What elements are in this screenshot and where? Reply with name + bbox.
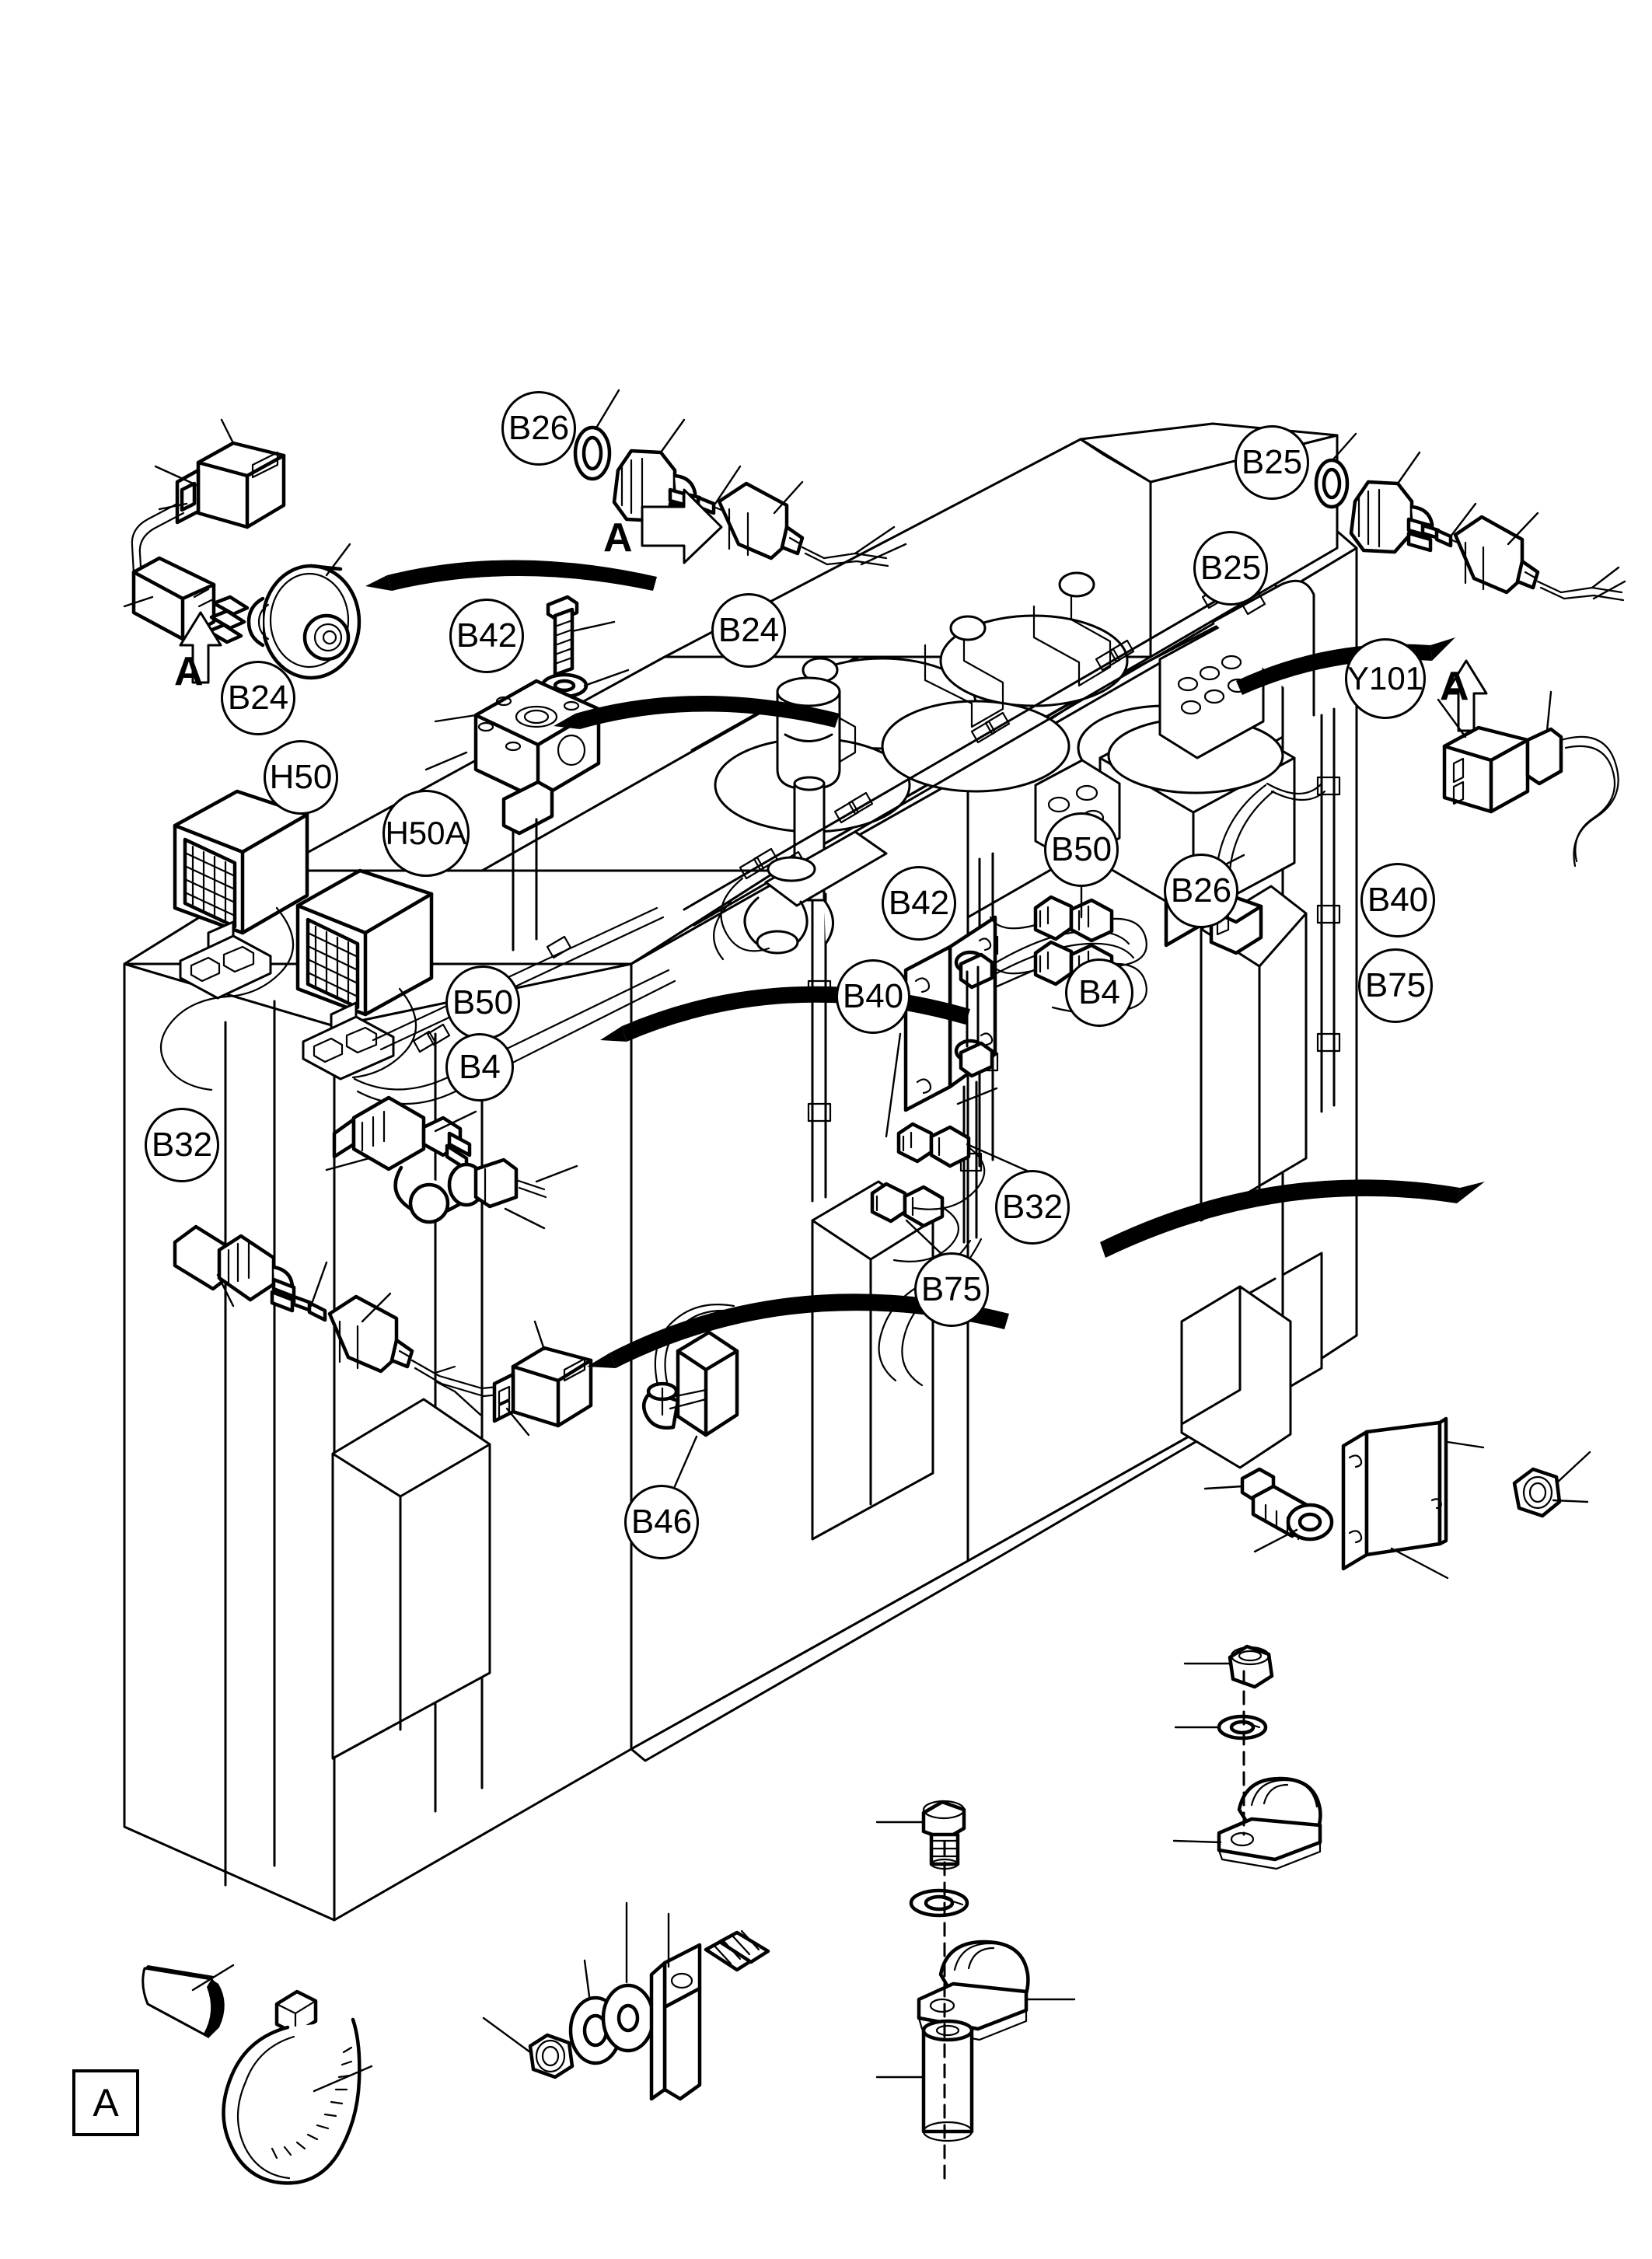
detail-section-label: A	[93, 2081, 119, 2125]
callout-b26b[interactable]: B26	[1164, 854, 1238, 928]
detail-section-box: A	[72, 2069, 139, 2136]
callout-b40b[interactable]: B40	[836, 959, 910, 1034]
callout-y101[interactable]: Y101	[1345, 638, 1426, 719]
section-letter-a-top-left: A	[174, 649, 204, 694]
couplers-b40-b75	[870, 1032, 1036, 1262]
assembly-b32-left	[173, 1224, 593, 1437]
callout-b26[interactable]: B26	[501, 391, 576, 466]
bracket-hardware-right	[1203, 1416, 1591, 1580]
work-lamp-h50a	[295, 868, 434, 1081]
work-lamps	[160, 789, 676, 1105]
callout-h50a[interactable]: H50A	[382, 790, 470, 877]
section-letter-a-top-right: A	[1440, 664, 1469, 709]
assembly-b26-mid	[573, 389, 907, 567]
clamp-hardware-lower	[875, 1800, 1076, 2186]
section-letter-a-top-mid: A	[603, 515, 633, 560]
callout-b4a[interactable]: B4	[1065, 958, 1133, 1027]
detail-a-items	[141, 1964, 373, 2185]
bracket-hardware-bottom	[482, 1901, 770, 2101]
callout-h50[interactable]: H50	[264, 740, 338, 815]
callout-b24a[interactable]: B24	[221, 661, 295, 735]
horn-disc	[246, 564, 361, 680]
callout-b75b[interactable]: B75	[914, 1252, 989, 1327]
assembly-b24-left	[123, 418, 361, 684]
callout-b4b[interactable]: B4	[445, 1033, 514, 1102]
callout-b25b[interactable]: B25	[1193, 531, 1268, 606]
callout-b32b[interactable]: B32	[995, 1170, 1070, 1245]
callout-b42a[interactable]: B42	[449, 599, 524, 673]
valve-plate-b42b	[878, 915, 1135, 1387]
callout-b46[interactable]: B46	[624, 1485, 699, 1559]
assembly-b4-b50-left	[325, 1065, 578, 1230]
callout-b50b[interactable]: B50	[445, 965, 520, 1040]
manifold-block-b42	[424, 595, 630, 951]
callout-b75a[interactable]: B75	[1358, 948, 1433, 1023]
callout-b50a[interactable]: B50	[1044, 812, 1119, 887]
work-lamp-h50	[160, 789, 309, 1091]
callout-b25a[interactable]: B25	[1235, 425, 1309, 500]
clamp-hardware-upper	[1172, 1644, 1322, 1870]
callout-b32a[interactable]: B32	[145, 1108, 219, 1182]
assembly-b25-right	[1314, 432, 1626, 868]
callout-b24b[interactable]: B24	[711, 593, 786, 668]
callout-b42b[interactable]: B42	[882, 866, 956, 941]
callout-b40a[interactable]: B40	[1360, 863, 1435, 937]
